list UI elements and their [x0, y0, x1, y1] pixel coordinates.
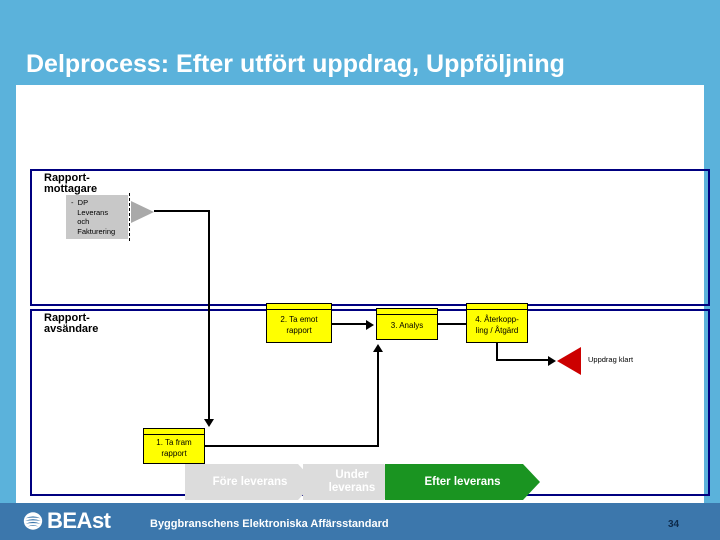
- process-box-2-label: 2. Ta emot rapport: [280, 315, 318, 335]
- start-node-divider: [129, 193, 130, 241]
- connector-proc4-down: [496, 343, 498, 361]
- arrow-into-proc-2: [373, 344, 383, 352]
- arrow-into-end-node: [548, 356, 556, 366]
- arrow-into-proc-1: [204, 419, 214, 427]
- connector-start-right: [154, 210, 210, 212]
- start-node-label: - DP Leverans och Fakturering: [71, 198, 116, 236]
- beast-logo: BEAst: [22, 509, 111, 533]
- end-triangle-icon: [557, 347, 581, 375]
- nav-step-under-leverans[interactable]: Under leverans: [303, 464, 401, 500]
- footer-tagline: Byggbranschens Elektroniska Affärsstanda…: [150, 518, 389, 530]
- swimlane-rapportmottagare: [30, 169, 710, 306]
- connector-start-down: [208, 210, 210, 421]
- nav-step-efter-leverans[interactable]: Efter leverans: [385, 464, 540, 500]
- swimlane-label-rapportmottagare: Rapport- mottagare: [44, 172, 98, 195]
- process-box-4-label: 4. Återkopp- ling / Åtgärd: [475, 315, 519, 335]
- process-box-3[interactable]: 3. Analys: [376, 308, 438, 340]
- connector-proc3-proc4: [438, 323, 466, 325]
- footer-band: [0, 503, 720, 540]
- end-node-label: Uppdrag klart: [588, 355, 634, 364]
- connector-proc4-right: [496, 359, 552, 361]
- page-title: Delprocess: Efter utfört uppdrag, Uppföl…: [26, 50, 565, 78]
- start-triangle-icon: [131, 201, 154, 223]
- beast-shell-icon: [23, 512, 43, 530]
- arrow-into-proc-3: [366, 320, 374, 330]
- process-box-4[interactable]: 4. Återkopp- ling / Åtgärd: [466, 303, 528, 343]
- process-box-1[interactable]: 1. Ta fram rapport: [143, 428, 205, 464]
- connector-proc2-proc3: [332, 323, 368, 325]
- process-box-2[interactable]: 2. Ta emot rapport: [266, 303, 332, 343]
- swimlane-label-rapportavsandare: Rapport- avsändare: [44, 312, 99, 335]
- process-box-header-bar: [467, 304, 527, 310]
- process-box-3-label: 3. Analys: [390, 321, 424, 331]
- page-number: 34: [668, 519, 680, 530]
- process-box-1-label: 1. Ta fram rapport: [156, 438, 192, 458]
- connector-proc1-right: [205, 445, 379, 447]
- slide-content-panel: Rapport- mottagare Rapport- avsändare - …: [16, 85, 710, 503]
- beast-wordmark: BEAst: [47, 508, 111, 533]
- process-box-header-bar: [144, 429, 204, 435]
- connector-proc1-up: [377, 352, 379, 447]
- process-box-header-bar: [377, 309, 437, 315]
- start-node-box: [66, 195, 128, 239]
- process-box-header-bar: [267, 304, 331, 310]
- nav-step-fore-leverans[interactable]: Före leverans: [185, 464, 315, 500]
